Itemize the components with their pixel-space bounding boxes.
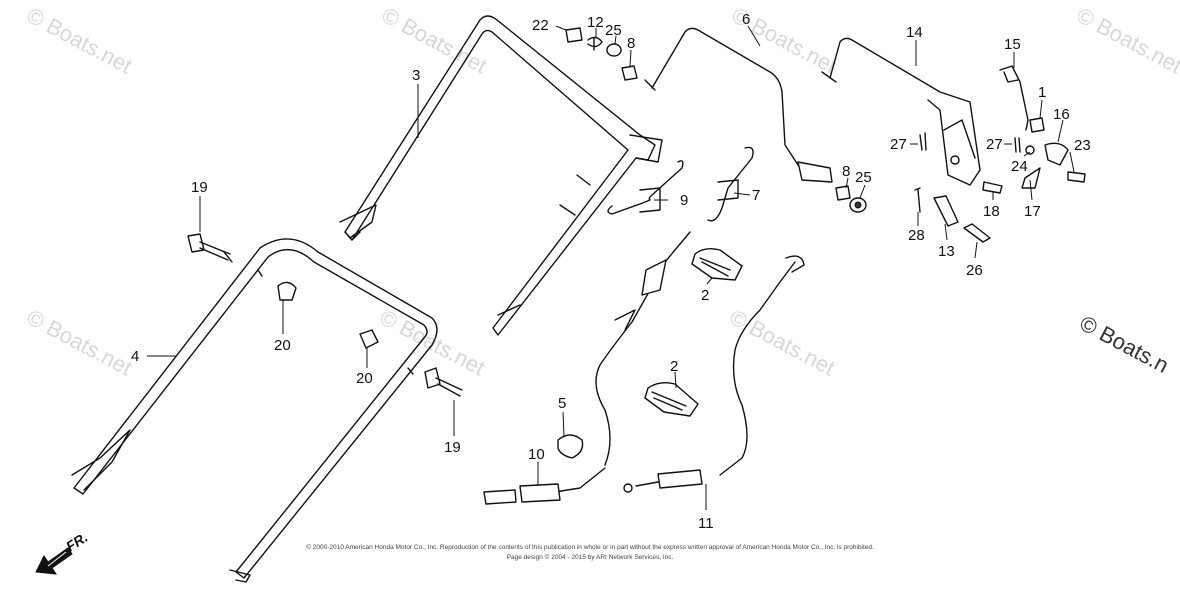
grips bbox=[557, 247, 743, 459]
callout-27: 27 bbox=[986, 136, 1003, 153]
callout-8: 8 bbox=[627, 35, 635, 52]
callout-5: 5 bbox=[558, 395, 566, 412]
callout-12: 12 bbox=[587, 14, 604, 31]
watermark-large: © Boats.n bbox=[1076, 310, 1173, 378]
leader-lines bbox=[147, 25, 1075, 510]
control-rod bbox=[644, 27, 833, 183]
callout-24: 24 bbox=[1011, 158, 1028, 175]
callout-18: 18 bbox=[983, 203, 1000, 220]
callout-23: 23 bbox=[1074, 137, 1091, 154]
callout-27: 27 bbox=[890, 136, 907, 153]
callout-17: 17 bbox=[1024, 203, 1041, 220]
callout-4: 4 bbox=[131, 348, 139, 365]
small-hardware-right bbox=[914, 65, 1086, 243]
copyright-notice: © 2000-2010 American Honda Motor Co., In… bbox=[306, 543, 874, 561]
callout-2: 2 bbox=[701, 287, 709, 304]
bolts-and-nuts bbox=[187, 233, 463, 397]
watermark: © Boats.net bbox=[23, 2, 137, 78]
callout-6: 6 bbox=[742, 11, 750, 28]
small-hardware-top bbox=[565, 27, 867, 213]
callout-2: 2 bbox=[670, 358, 678, 375]
callout-20: 20 bbox=[274, 337, 291, 354]
callout-1: 1 bbox=[1038, 84, 1046, 101]
callout-11: 11 bbox=[698, 515, 714, 532]
upper-handle bbox=[339, 15, 663, 336]
callout-7: 7 bbox=[752, 187, 760, 204]
watermark: © Boats.net bbox=[23, 304, 137, 380]
watermark: © Boats.net bbox=[726, 304, 840, 380]
callout-19: 19 bbox=[444, 439, 461, 456]
callout-13: 13 bbox=[938, 243, 955, 260]
bracket-lever bbox=[821, 37, 981, 186]
callout-20: 20 bbox=[356, 370, 373, 387]
lower-handle bbox=[71, 238, 438, 583]
front-direction-arrow: FR. bbox=[35, 529, 91, 575]
callout-19: 19 bbox=[191, 179, 208, 196]
watermark: © Boats.net bbox=[378, 2, 492, 78]
callout-16: 16 bbox=[1053, 106, 1070, 123]
callout-25: 25 bbox=[855, 169, 872, 186]
callout-10: 10 bbox=[528, 446, 545, 463]
callout-26: 26 bbox=[966, 262, 983, 279]
callout-25: 25 bbox=[605, 22, 622, 39]
callout-22: 22 bbox=[532, 17, 549, 34]
copyright-line-2: Page design © 2004 - 2015 by ARI Network… bbox=[507, 553, 674, 561]
springs bbox=[607, 146, 754, 222]
callout-8: 8 bbox=[842, 163, 850, 180]
watermark: © Boats.net bbox=[1073, 2, 1180, 78]
callout-3: 3 bbox=[412, 67, 420, 84]
callout-14: 14 bbox=[906, 24, 923, 41]
copyright-line-1: © 2000-2010 American Honda Motor Co., In… bbox=[306, 543, 874, 551]
cables bbox=[483, 231, 805, 505]
callout-28: 28 bbox=[908, 227, 925, 244]
callout-9: 9 bbox=[680, 192, 688, 209]
callout-15: 15 bbox=[1004, 36, 1021, 53]
callouts: 3 4 19 20 20 19 22 12 25 8 6 9 7 8 25 14… bbox=[131, 11, 1091, 532]
